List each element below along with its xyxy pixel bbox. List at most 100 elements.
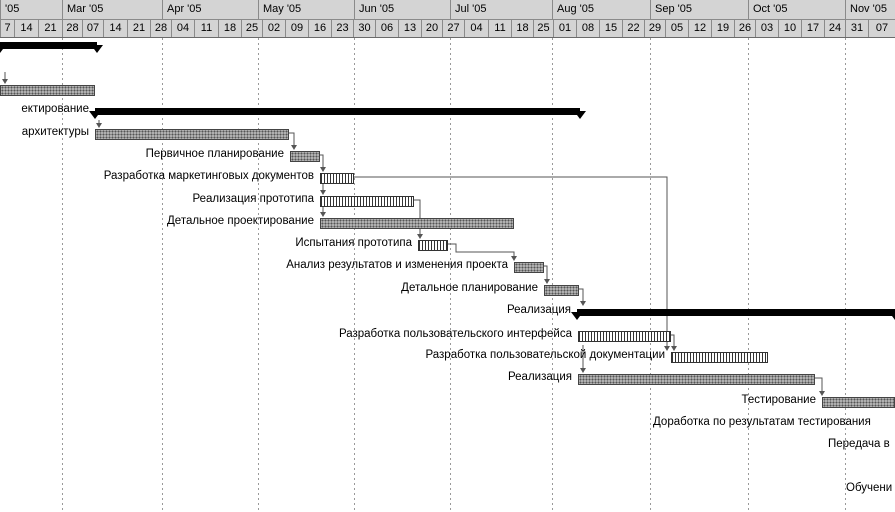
dependency-arrowhead — [511, 256, 517, 261]
week-label: 11 — [194, 20, 218, 37]
summary-task-bar[interactable] — [0, 42, 103, 53]
week-label: 22 — [622, 20, 644, 37]
week-label: 08 — [576, 20, 599, 37]
month-label: Mar '05 — [62, 0, 162, 19]
task-name-label: Реализация — [508, 371, 572, 383]
week-label: 18 — [218, 20, 241, 37]
week-label: 05 — [665, 20, 688, 37]
month-label: May '05 — [258, 0, 354, 19]
task-name-label: Тестирование — [741, 394, 816, 406]
dependency-line — [448, 243, 515, 260]
week-label: 06 — [375, 20, 398, 37]
dependency-line — [671, 334, 675, 350]
task-bar[interactable] — [671, 352, 768, 363]
task-bar[interactable] — [544, 285, 579, 296]
task-name-label: Анализ результатов и изменения проекта — [286, 259, 508, 271]
week-label: 02 — [262, 20, 285, 37]
week-label: 12 — [688, 20, 711, 37]
task-name-label: Обучени — [846, 482, 893, 494]
task-bar[interactable] — [320, 196, 414, 207]
month-label: Jun '05 — [354, 0, 450, 19]
week-label: 25 — [241, 20, 262, 37]
week-label: 23 — [331, 20, 353, 37]
task-bar[interactable] — [822, 397, 895, 408]
task-bar[interactable] — [578, 374, 815, 385]
week-label: 27 — [442, 20, 464, 37]
task-name-label: Разработка пользовательской документации — [425, 349, 665, 361]
month-label: Sep '05 — [650, 0, 748, 19]
task-name-label: Разработка маркетинговых документов — [103, 170, 314, 182]
dependency-line — [579, 288, 584, 305]
week-label: 18 — [511, 20, 533, 37]
week-label: 24 — [824, 20, 845, 37]
dependency-arrowhead — [320, 167, 326, 172]
dependency-arrowhead — [671, 346, 677, 351]
task-name-label: архитектуры — [21, 126, 89, 138]
task-bar[interactable] — [95, 129, 289, 140]
week-label: 16 — [308, 20, 331, 37]
month-label: '05 — [0, 0, 62, 19]
week-label: 14 — [103, 20, 127, 37]
dependency-arrowhead — [544, 279, 550, 284]
week-label: 30 — [353, 20, 375, 37]
dependency-arrowhead — [580, 368, 586, 373]
dependency-arrowhead — [96, 123, 102, 128]
week-label: 11 — [488, 20, 511, 37]
task-name-label: ектирование — [21, 103, 89, 115]
week-label: 21 — [127, 20, 150, 37]
month-label: Oct '05 — [748, 0, 845, 19]
week-label: 04 — [464, 20, 488, 37]
week-label: 13 — [398, 20, 421, 37]
task-bar[interactable] — [418, 240, 448, 251]
timeline-gridlines — [62, 38, 846, 512]
task-name-label: Детальное планирование — [401, 282, 538, 294]
dependency-arrowhead — [417, 234, 423, 239]
week-label: 10 — [778, 20, 801, 37]
week-label: 25 — [533, 20, 553, 37]
task-name-label: Реализация прототипа — [192, 193, 314, 205]
dependency-line — [544, 265, 548, 283]
month-label: Apr '05 — [162, 0, 258, 19]
dependency-arrowhead — [320, 190, 326, 195]
week-label: 20 — [421, 20, 442, 37]
week-label: 21 — [38, 20, 62, 37]
task-name-label: Разработка пользовательского интерфейса — [338, 328, 572, 340]
task-name-label: Первичное планирование — [145, 148, 284, 160]
task-bar[interactable] — [514, 262, 544, 273]
week-label: 29 — [644, 20, 665, 37]
week-label: 7 — [0, 20, 14, 37]
task-bar[interactable] — [578, 331, 671, 342]
dependency-line — [354, 176, 668, 350]
dependency-arrowhead — [2, 79, 8, 84]
task-name-label: Реализация — [507, 304, 571, 316]
week-label: 07 — [868, 20, 895, 37]
week-label: 19 — [711, 20, 734, 37]
dependency-arrowhead — [580, 301, 586, 306]
task-bar[interactable] — [290, 151, 320, 162]
week-label: 01 — [553, 20, 576, 37]
week-label: 04 — [171, 20, 194, 37]
week-label: 15 — [599, 20, 622, 37]
week-label: 28 — [150, 20, 171, 37]
week-label: 26 — [734, 20, 755, 37]
week-label: 31 — [845, 20, 868, 37]
week-label: 03 — [755, 20, 778, 37]
dependency-arrowhead — [291, 145, 297, 150]
dependency-line — [289, 132, 295, 149]
month-label: Aug '05 — [552, 0, 650, 19]
task-bar[interactable] — [320, 218, 514, 229]
dependency-arrowhead — [819, 391, 825, 396]
summary-task-bar[interactable] — [89, 108, 586, 119]
task-bar[interactable] — [320, 173, 354, 184]
dependency-arrowhead — [320, 212, 326, 217]
task-name-label: Испытания прототипа — [295, 237, 412, 249]
week-label: 28 — [62, 20, 82, 37]
task-bar[interactable] — [0, 85, 95, 96]
week-label: 07 — [82, 20, 103, 37]
summary-task-bar[interactable] — [571, 309, 895, 320]
dependency-line — [815, 377, 823, 395]
month-label: Jul '05 — [450, 0, 552, 19]
